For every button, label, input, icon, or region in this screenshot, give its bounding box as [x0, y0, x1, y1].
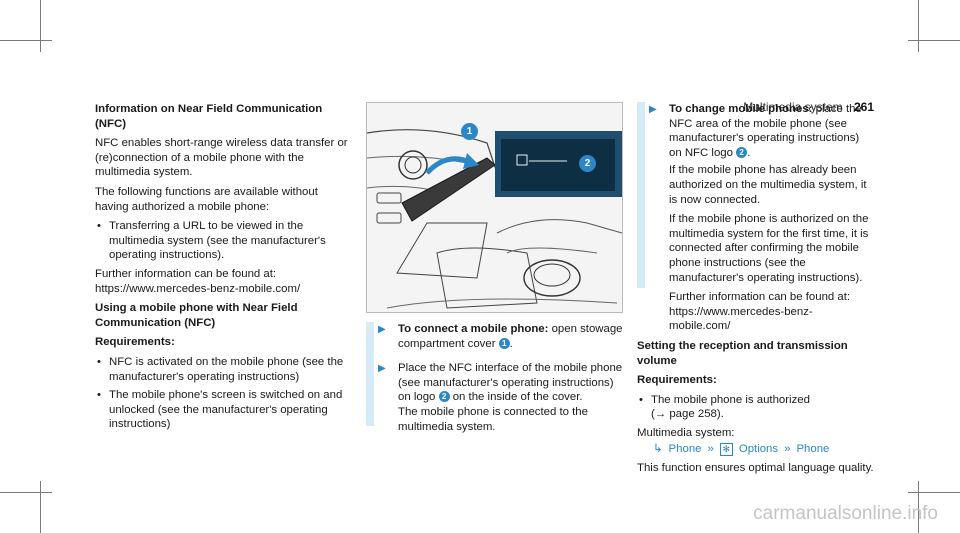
list-item: The mobile phone's screen is switched on… — [95, 388, 353, 432]
step-change: ▶ To change mobile phones: place the NFC… — [649, 102, 874, 334]
crop-mark — [918, 0, 919, 52]
step-title: To connect a mobile phone: — [398, 323, 549, 335]
middle-column: ▶ To connect a mobile phone: open stowag… — [378, 322, 623, 434]
crop-mark — [908, 492, 960, 493]
section-title: Multimedia system — [743, 100, 843, 114]
chevron-icon: » — [784, 443, 791, 456]
callout-badge: 2 — [438, 391, 450, 403]
menu-label: Multimedia system: — [637, 426, 735, 439]
right-column: ▶ To change mobile phones: place the NFC… — [637, 102, 874, 481]
crop-mark — [0, 40, 52, 41]
step-arrow-icon: ▶ — [378, 324, 386, 335]
callout-2: 2 — [579, 155, 596, 172]
chevron-icon: » — [707, 443, 714, 456]
left-column: Information on Near Field Communication … — [95, 102, 353, 436]
section-heading: Setting the reception and transmission v… — [637, 339, 848, 367]
page-header: Multimedia system 261 — [743, 100, 874, 114]
menu-item-phone: Phone — [668, 443, 702, 456]
callout-badge: 2 — [736, 146, 748, 158]
crop-mark — [40, 481, 41, 533]
section-heading: Using a mobile phone with Near Field Com… — [95, 302, 298, 329]
step-text: If the mobile phone is authorized on the… — [669, 213, 869, 284]
step-result: The mobile phone is connected to the mul… — [398, 405, 588, 433]
further-info: Further information can be found at: htt… — [95, 267, 301, 295]
requirements-label: Requirements: — [637, 374, 717, 387]
crop-mark — [40, 0, 41, 52]
following-text: The following functions are available wi… — [95, 185, 318, 213]
step-bar — [366, 322, 374, 426]
step-bar — [637, 102, 645, 288]
menu-item-phone: Phone — [796, 443, 830, 456]
intro-text: NFC enables short-range wireless data tr… — [95, 137, 348, 179]
crop-mark — [0, 492, 52, 493]
step-arrow-icon: ▶ — [649, 104, 657, 115]
menu-path: ↳ Phone » ✻ Options » Phone — [653, 442, 874, 457]
step-place: ▶ Place the NFC interface of the mobile … — [378, 361, 623, 434]
crop-mark — [918, 481, 919, 533]
callout-1: 1 — [461, 123, 478, 140]
page-reference: (→ page 258). — [651, 408, 724, 421]
step-connect: ▶ To connect a mobile phone: open stowag… — [378, 323, 623, 350]
step-text: Further information can be found at: htt… — [669, 291, 851, 333]
crop-mark — [908, 40, 960, 41]
list-item: The mobile phone is authorized (→ page 2… — [637, 393, 874, 422]
console-drawing — [366, 103, 623, 312]
watermark: carmanualsonline.info — [753, 503, 938, 524]
list-item: Transferring a URL to be viewed in the m… — [95, 219, 353, 263]
step-text: on the inside of the cover. — [452, 391, 583, 404]
result-text: This function ensures optimal language q… — [637, 462, 874, 475]
console-illustration: 1 2 — [366, 102, 623, 313]
step-text: If the mobile phone has already been aut… — [669, 164, 867, 206]
req-text: The mobile phone is authorized — [651, 393, 810, 406]
section-heading: Information on Near Field Communication … — [95, 103, 323, 130]
step-title: To change mobile phones: — [669, 103, 813, 115]
step-text: place the NFC area of the mobile phone (… — [669, 103, 862, 159]
menu-item-options: Options — [738, 443, 779, 456]
requirements-label: Requirements: — [95, 336, 175, 349]
page-number: 261 — [853, 100, 874, 114]
gear-icon: ✻ — [719, 443, 733, 457]
step-text: open stowage compartment cover — [398, 323, 623, 350]
enter-arrow-icon: ↳ — [653, 443, 663, 456]
list-item: NFC is activated on the mobile phone (se… — [95, 355, 353, 384]
step-text: Place the NFC interface of the mobile ph… — [398, 362, 623, 404]
step-arrow-icon: ▶ — [378, 363, 386, 375]
callout-badge: 1 — [498, 337, 510, 349]
